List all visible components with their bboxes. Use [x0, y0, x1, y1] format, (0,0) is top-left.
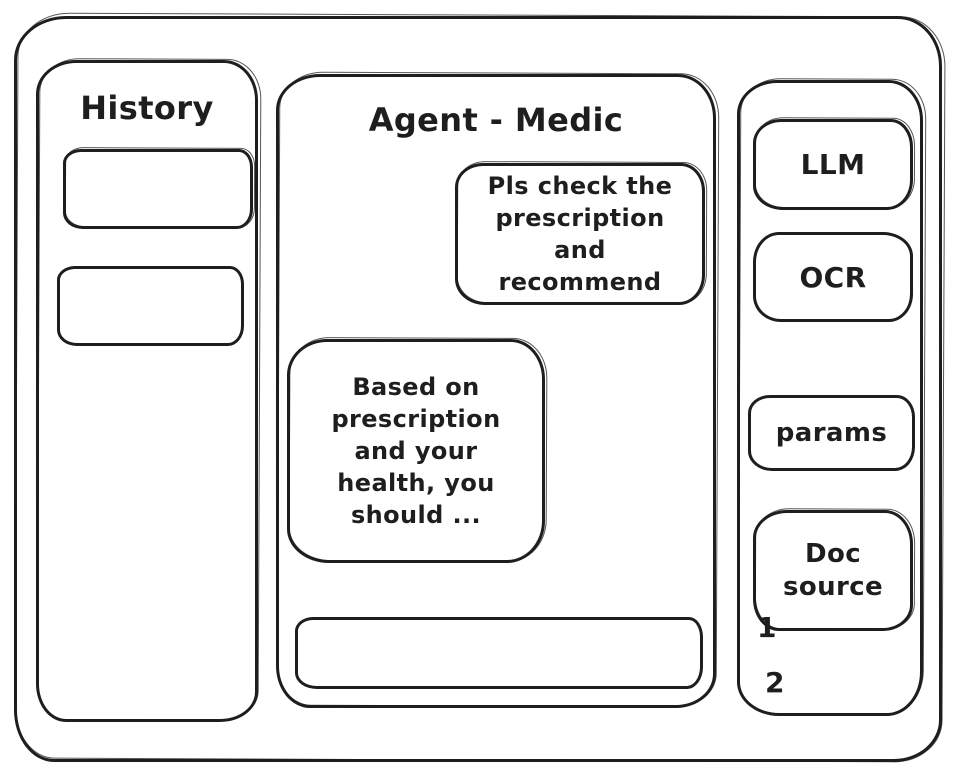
assistant-message-text: Based on prescription and your health, y… [331, 372, 501, 530]
doc-source-item[interactable]: 2 [765, 666, 785, 699]
ocr-button-label: OCR [799, 260, 867, 294]
params-button-label: params [775, 417, 888, 448]
message-input[interactable] [295, 617, 703, 689]
chat-panel: Agent - Medic Pls check the prescription… [276, 74, 716, 708]
tools-panel: LLM OCR params Doc source 1 2 [737, 80, 923, 716]
doc-source-button[interactable]: Doc source [753, 510, 913, 631]
history-item-slot[interactable] [63, 149, 253, 229]
params-button[interactable]: params [748, 395, 915, 471]
doc-source-item[interactable]: 1 [757, 611, 777, 644]
user-message-bubble: Pls check the prescription and recommend [455, 163, 705, 305]
ocr-button[interactable]: OCR [753, 232, 913, 322]
doc-source-button-label: Doc source [782, 539, 884, 602]
chat-title: Agent - Medic [368, 101, 624, 139]
assistant-message-bubble: Based on prescription and your health, y… [287, 339, 545, 563]
history-item-slot[interactable] [57, 266, 244, 346]
history-panel: History [36, 60, 258, 722]
history-title: History [80, 89, 214, 127]
user-message-text: Pls check the prescription and recommend [487, 171, 673, 297]
llm-button-label: LLM [800, 148, 866, 181]
llm-button[interactable]: LLM [753, 119, 913, 210]
